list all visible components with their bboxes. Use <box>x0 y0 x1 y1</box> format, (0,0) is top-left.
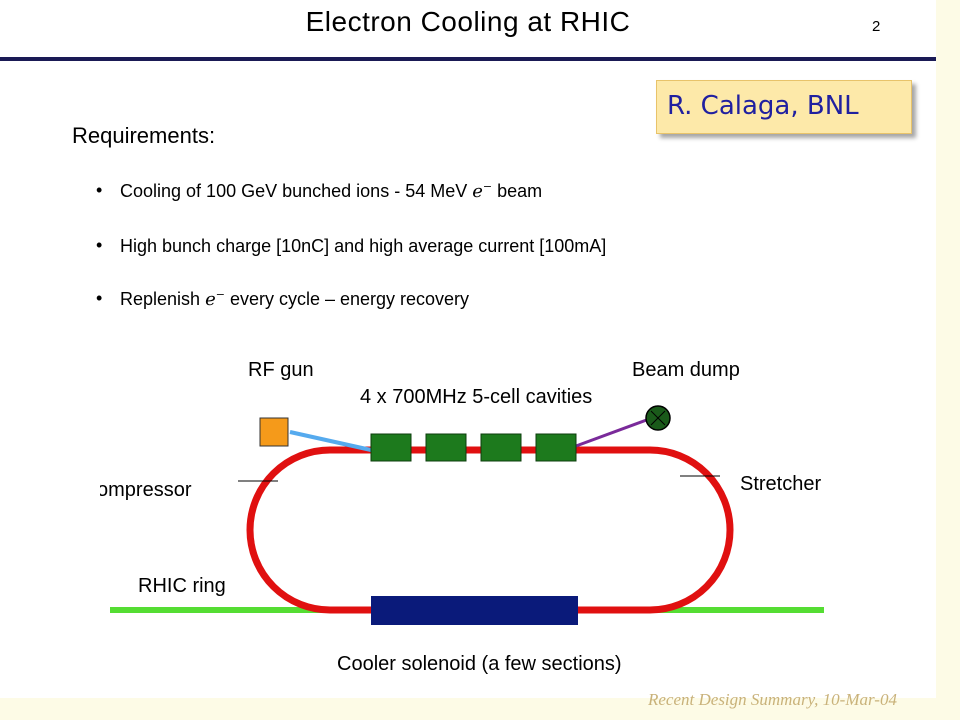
cooler-solenoid-label: Cooler solenoid (a few sections) <box>337 653 622 675</box>
compressor-label: compressor <box>87 479 192 501</box>
cavity-group <box>370 433 577 462</box>
rhic-ring-label: RHIC ring <box>138 575 226 597</box>
page-edge-right <box>936 0 960 720</box>
cooler-solenoid <box>371 596 578 625</box>
slide-title: Electron Cooling at RHIC <box>305 6 631 37</box>
page-number: 2 <box>872 18 881 35</box>
dump-line <box>575 416 653 448</box>
bullet-dot: • <box>96 180 103 200</box>
bullet-dot: • <box>96 288 103 308</box>
requirement-text: Replenish e− every cycle – energy recove… <box>120 288 470 310</box>
rf-gun-label: RF gun <box>248 359 314 381</box>
stretcher-label: Stretcher <box>740 473 821 495</box>
author-callout: R. Calaga, BNL <box>656 80 912 134</box>
cavity-3 <box>480 433 522 462</box>
title-rule <box>0 57 936 61</box>
cavity-2 <box>425 433 467 462</box>
energy-recovery-linac-diagram: RF gun Beam dump 4 x 700MHz 5-cell cavit… <box>87 359 824 675</box>
electron-recirculation-loop <box>246 446 734 614</box>
page-edge-bottom <box>0 698 960 720</box>
author-label: R. Calaga, BNL <box>667 91 859 121</box>
injection-line <box>289 430 372 452</box>
diagram-crop-mask <box>0 470 100 510</box>
bullet-dot: • <box>96 235 103 255</box>
beam-dump-label: Beam dump <box>632 359 740 381</box>
cavities-label: 4 x 700MHz 5-cell cavities <box>360 386 592 408</box>
beam-dump-cross <box>650 410 666 426</box>
diagram-crop-mask <box>836 466 936 506</box>
requirement-text: Cooling of 100 GeV bunched ions - 54 MeV… <box>120 180 543 202</box>
requirement-text: High bunch charge [10nC] and high averag… <box>120 236 607 256</box>
cavity-4 <box>535 433 577 462</box>
cavity-1 <box>370 433 412 462</box>
footer-text: Recent Design Summary, 10-Mar-04 <box>648 690 897 709</box>
requirements-heading: Requirements: <box>72 123 216 148</box>
rf-gun <box>259 417 289 447</box>
